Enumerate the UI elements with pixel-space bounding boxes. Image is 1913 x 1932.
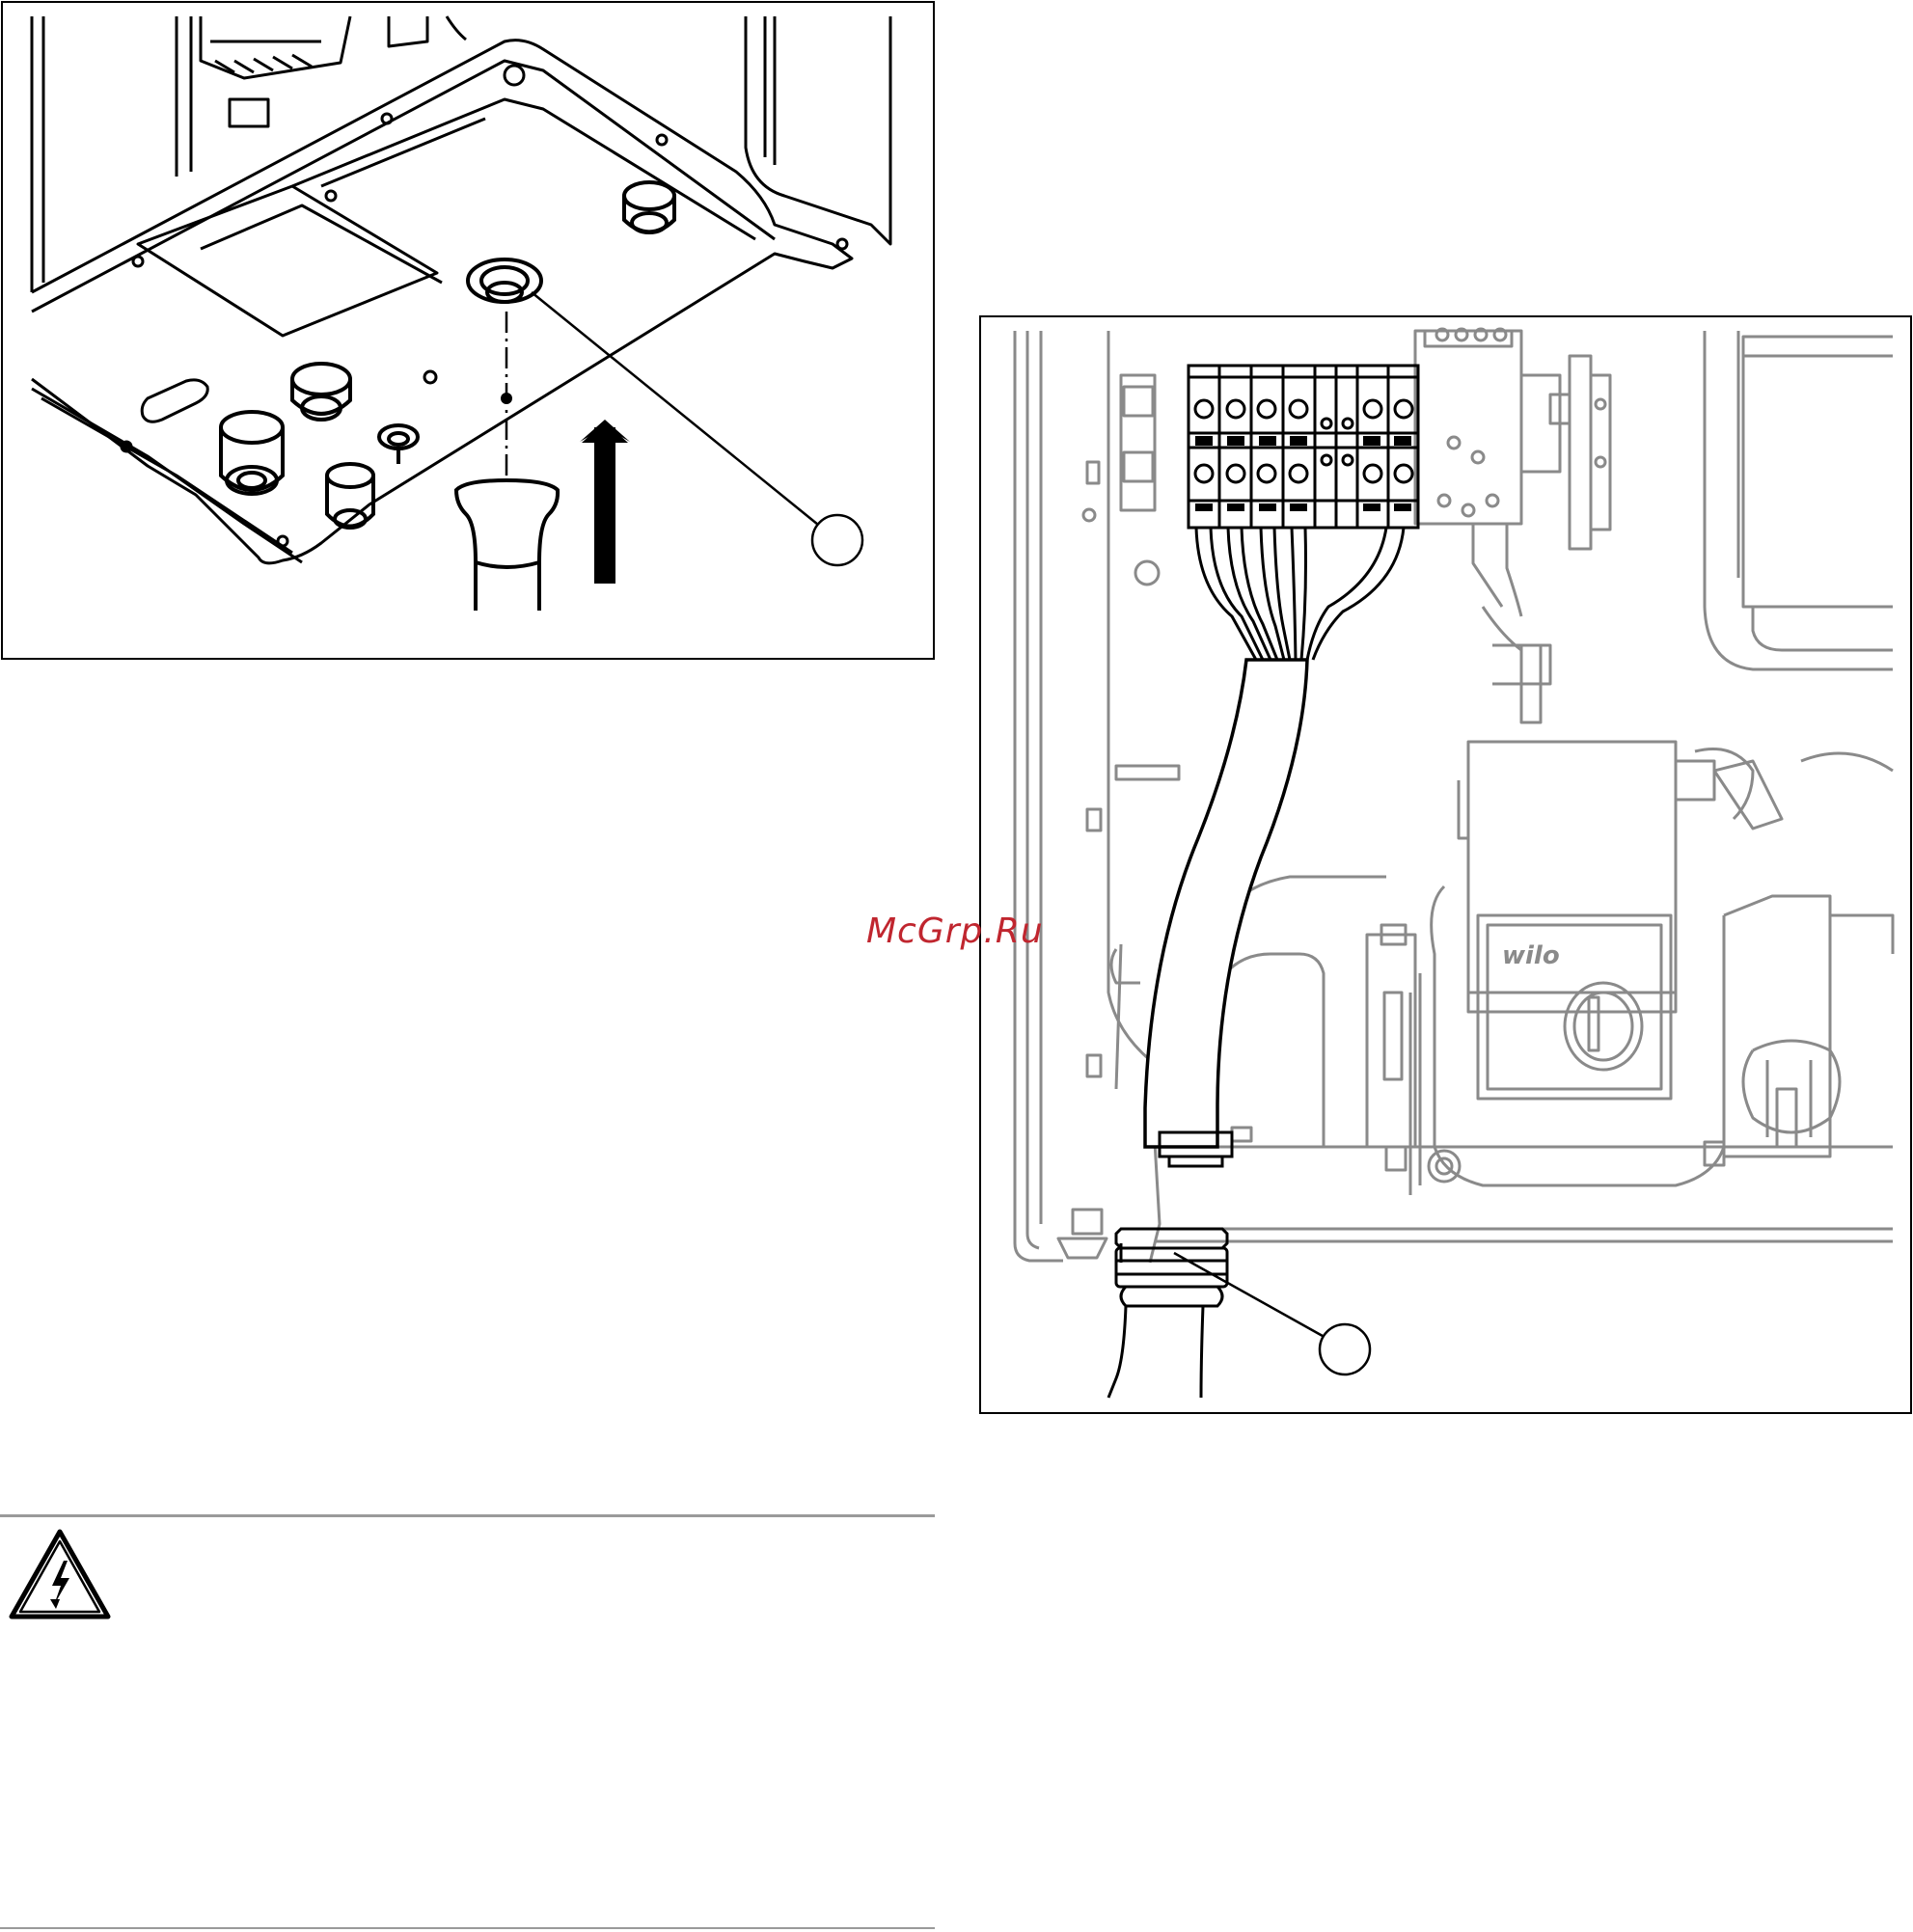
wire-bundle xyxy=(1194,527,1406,661)
figure-wiring-terminal: wilo xyxy=(979,315,1912,1414)
cable-gland xyxy=(1107,1130,1234,1399)
callout-circle xyxy=(810,513,864,567)
electrical-hazard-icon xyxy=(8,1528,112,1624)
figure-boiler-underside xyxy=(1,1,935,660)
pump-brand-label: wilo xyxy=(1502,941,1560,970)
fitting-left-small xyxy=(325,462,375,530)
section-divider-bottom xyxy=(0,1927,935,1929)
fitting-left-large xyxy=(219,410,285,496)
boiler-underside-drawing xyxy=(30,15,892,611)
hose xyxy=(453,477,560,611)
fitting-right xyxy=(622,180,676,234)
grommet-fitting xyxy=(466,258,543,304)
callout-circle-gland xyxy=(1318,1322,1372,1376)
cable-sheath xyxy=(1143,658,1309,1149)
terminal-block xyxy=(1187,364,1420,530)
watermark-text: McGrp.Ru xyxy=(866,912,1044,951)
fitting-center xyxy=(290,362,352,422)
top-terminal-block xyxy=(199,15,467,128)
valve-small xyxy=(377,423,420,464)
section-divider-top xyxy=(0,1514,935,1517)
arrow-up-icon xyxy=(580,420,630,584)
wiring-drawing: wilo xyxy=(1013,327,1895,1399)
